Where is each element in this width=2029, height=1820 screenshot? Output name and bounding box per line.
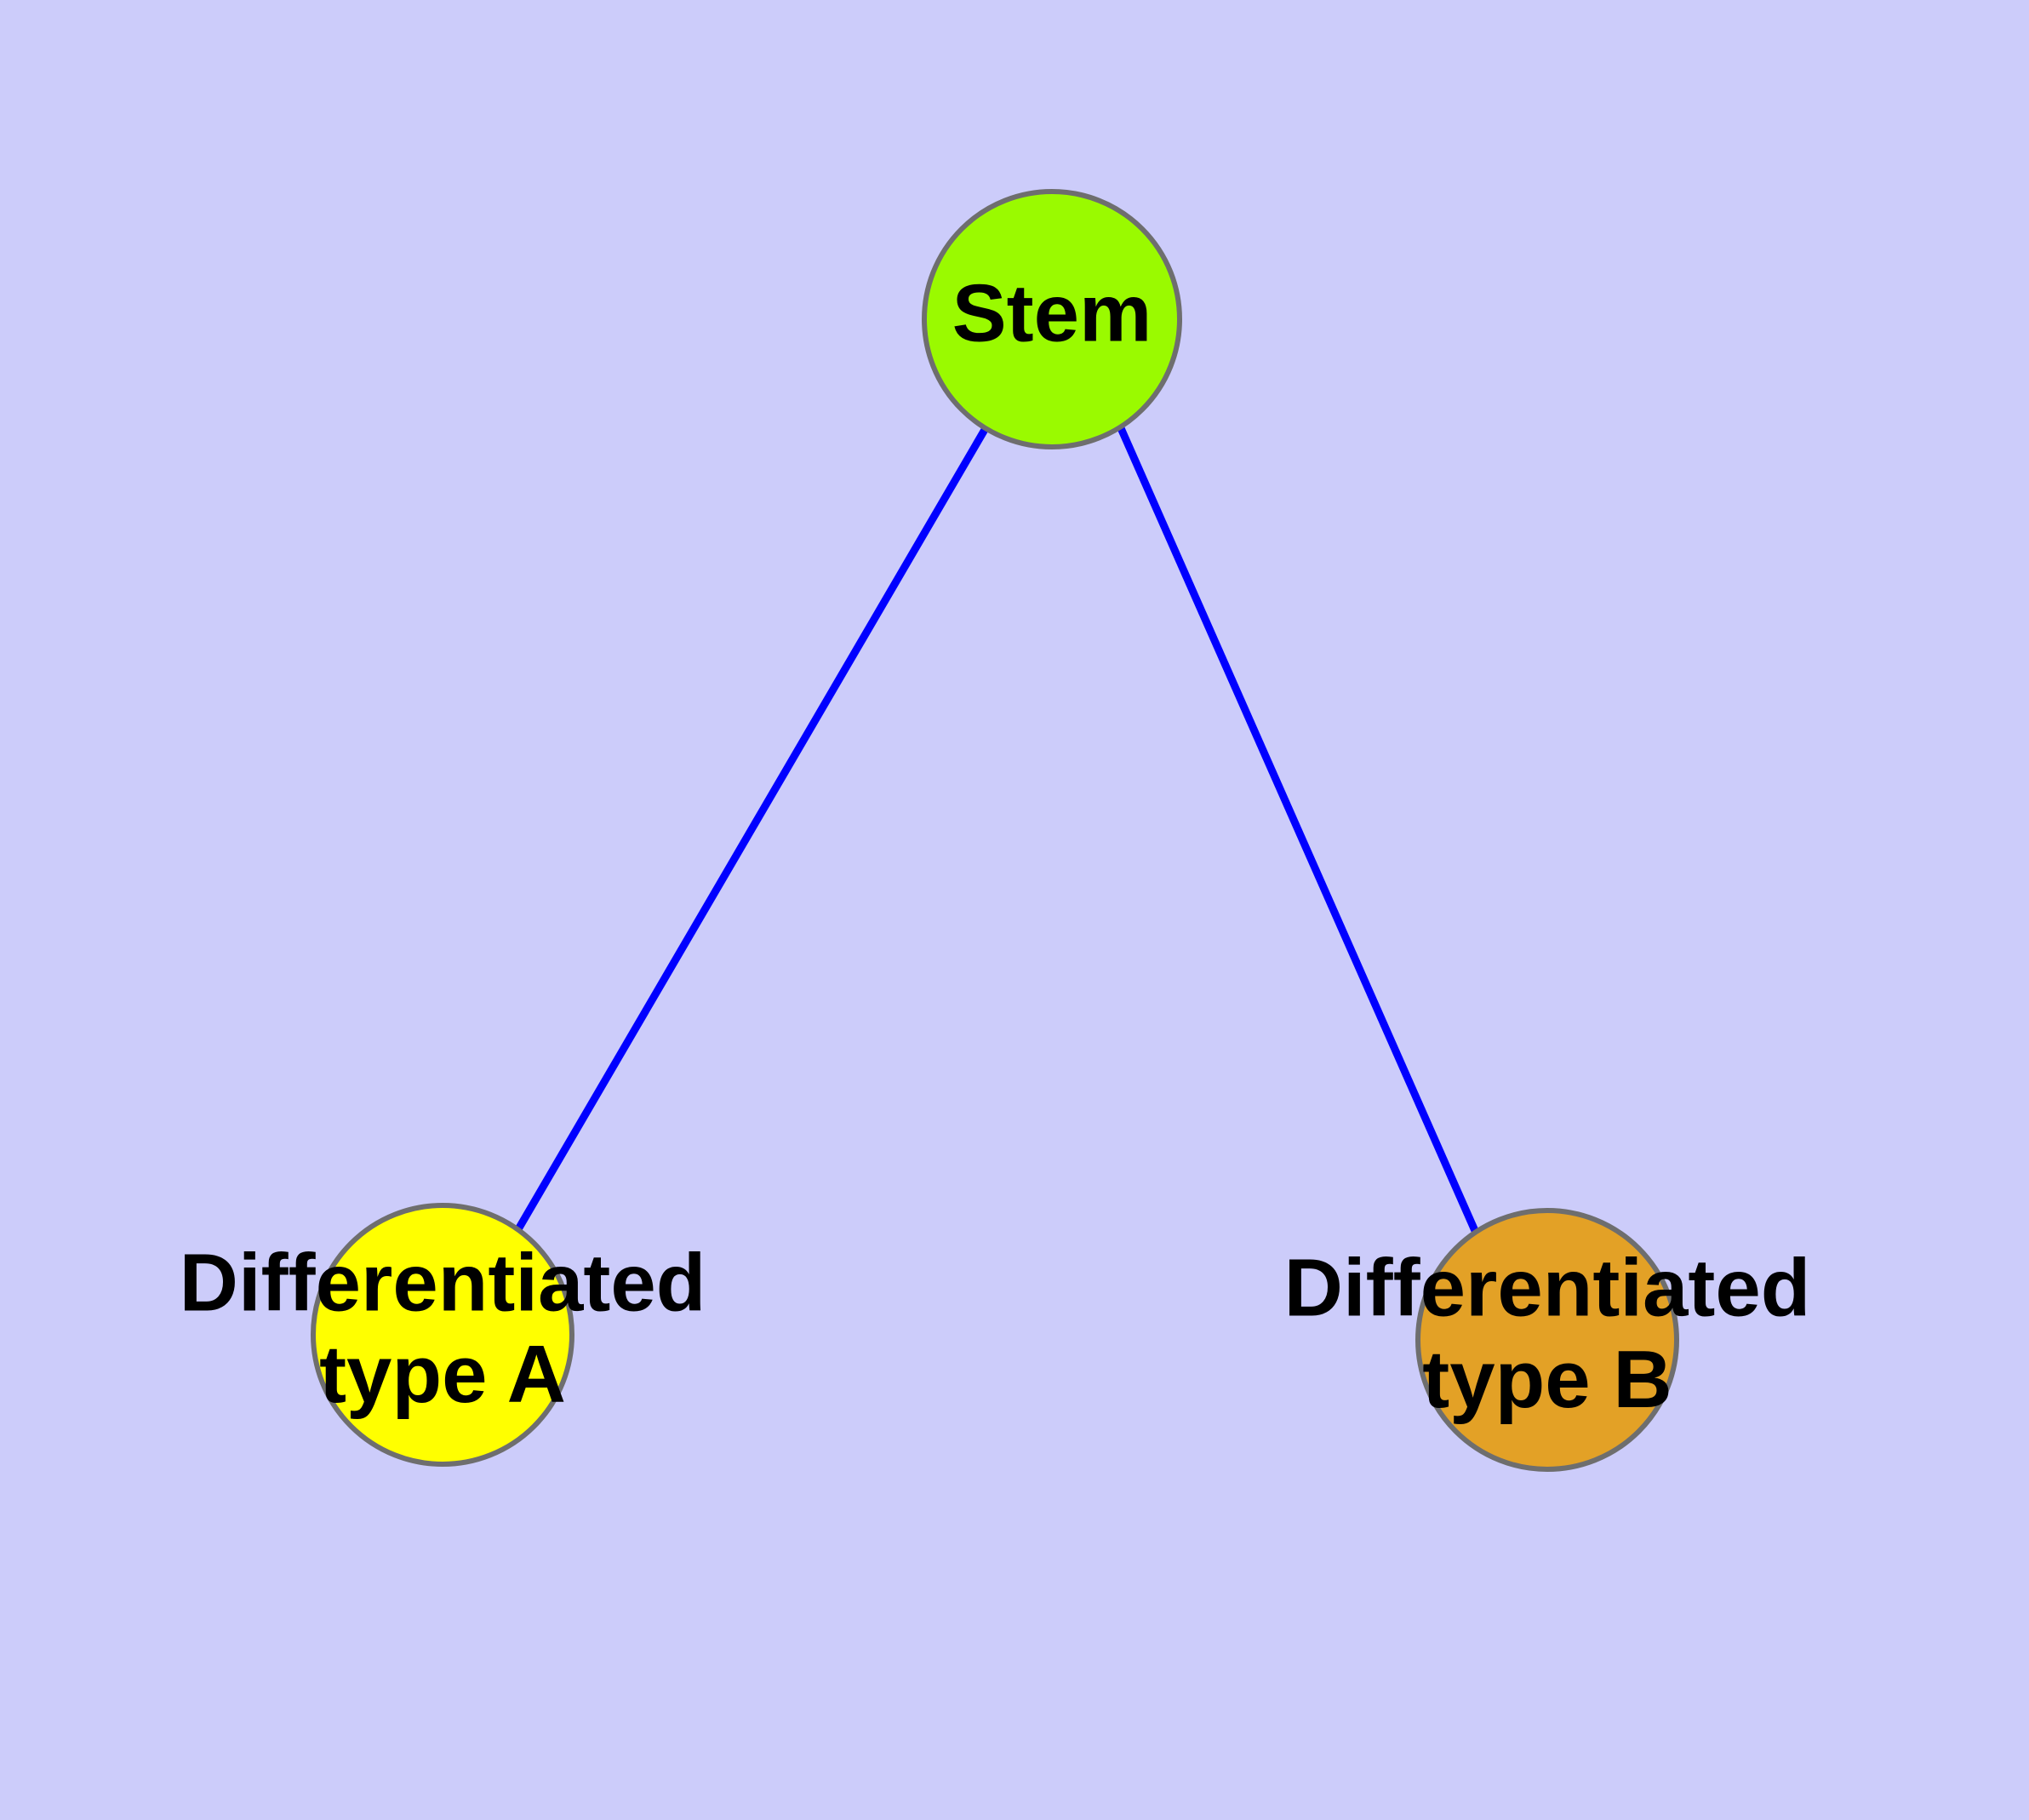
node-differentiated-type-a-circle[interactable] — [311, 1203, 574, 1467]
node-differentiated-type-b-circle[interactable] — [1415, 1208, 1679, 1472]
node-stem-label-line-1: Stem — [952, 267, 1152, 358]
node-differentiated-type-a-label-line-1: Differentiated — [180, 1238, 706, 1329]
node-differentiated-type-b-label-line-2: type B — [1422, 1334, 1672, 1425]
node-differentiated-type-a[interactable]: Differentiated type A — [180, 1203, 706, 1467]
edge-layer — [515, 426, 1480, 1234]
edge-stem-to-differentiated-type-b[interactable] — [1117, 426, 1480, 1234]
edge-stem-to-differentiated-type-a[interactable] — [515, 426, 989, 1232]
node-stem-circle[interactable] — [922, 189, 1182, 449]
node-stem[interactable]: Stem — [922, 189, 1182, 449]
node-differentiated-type-b-label-line-1: Differentiated — [1284, 1243, 1811, 1334]
node-differentiated-type-b[interactable]: Differentiated type B — [1284, 1208, 1811, 1472]
node-differentiated-type-a-label-line-2: type A — [319, 1329, 566, 1420]
node-layer: Stem Differentiated type A Differentiate… — [180, 189, 1811, 1472]
